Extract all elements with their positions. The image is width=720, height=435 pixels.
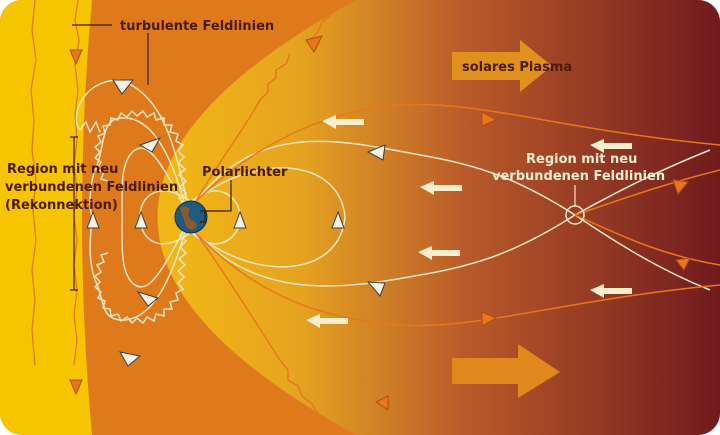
leader-lines (70, 24, 232, 291)
solar-plasma-arrow (452, 40, 552, 92)
arrow-icon (138, 137, 162, 153)
arrow-icon (331, 210, 345, 229)
solar-wind-strip (0, 0, 92, 435)
arrow-icon (233, 210, 247, 229)
arrow-icon (134, 210, 148, 229)
label-reconnection-line2: verbundenen Feldlinien (5, 180, 178, 195)
arrow-icon (481, 311, 498, 327)
label-reconnection-line1: Region mit neu (7, 162, 118, 177)
label-solar-plasma: solares Plasma (462, 60, 572, 75)
earth-continent (180, 206, 197, 230)
arrow-icon (672, 179, 689, 195)
solar-field-lines (115, 0, 720, 427)
plasma-flow-arrows (306, 115, 632, 398)
arrow-down-icon (69, 49, 83, 66)
arrow-down-icon (69, 379, 83, 396)
magnetosphere-region (157, 0, 720, 435)
arrow-icon (136, 291, 160, 307)
arrow-icon (119, 351, 142, 367)
field-direction-arrows (86, 35, 691, 411)
arrow-icon (305, 35, 323, 53)
label-reconnection-line3: (Rekonnektion) (5, 198, 118, 213)
arrow-icon (366, 281, 386, 297)
arrow-icon (481, 111, 498, 127)
arrow-icon (366, 144, 386, 161)
arrow-icon (112, 79, 135, 95)
label-reconnection-right-line2: verbundenen Feldlinien (492, 169, 665, 184)
arrow-icon (375, 395, 389, 411)
label-reconnection-right-line1: Region mit neu (526, 152, 637, 167)
label-aurora: Polarlichter (202, 165, 288, 180)
arrow-icon (675, 257, 691, 271)
arrow-icon (86, 210, 100, 229)
label-turbulent-field-lines: turbulente Feldlinien (120, 19, 274, 34)
